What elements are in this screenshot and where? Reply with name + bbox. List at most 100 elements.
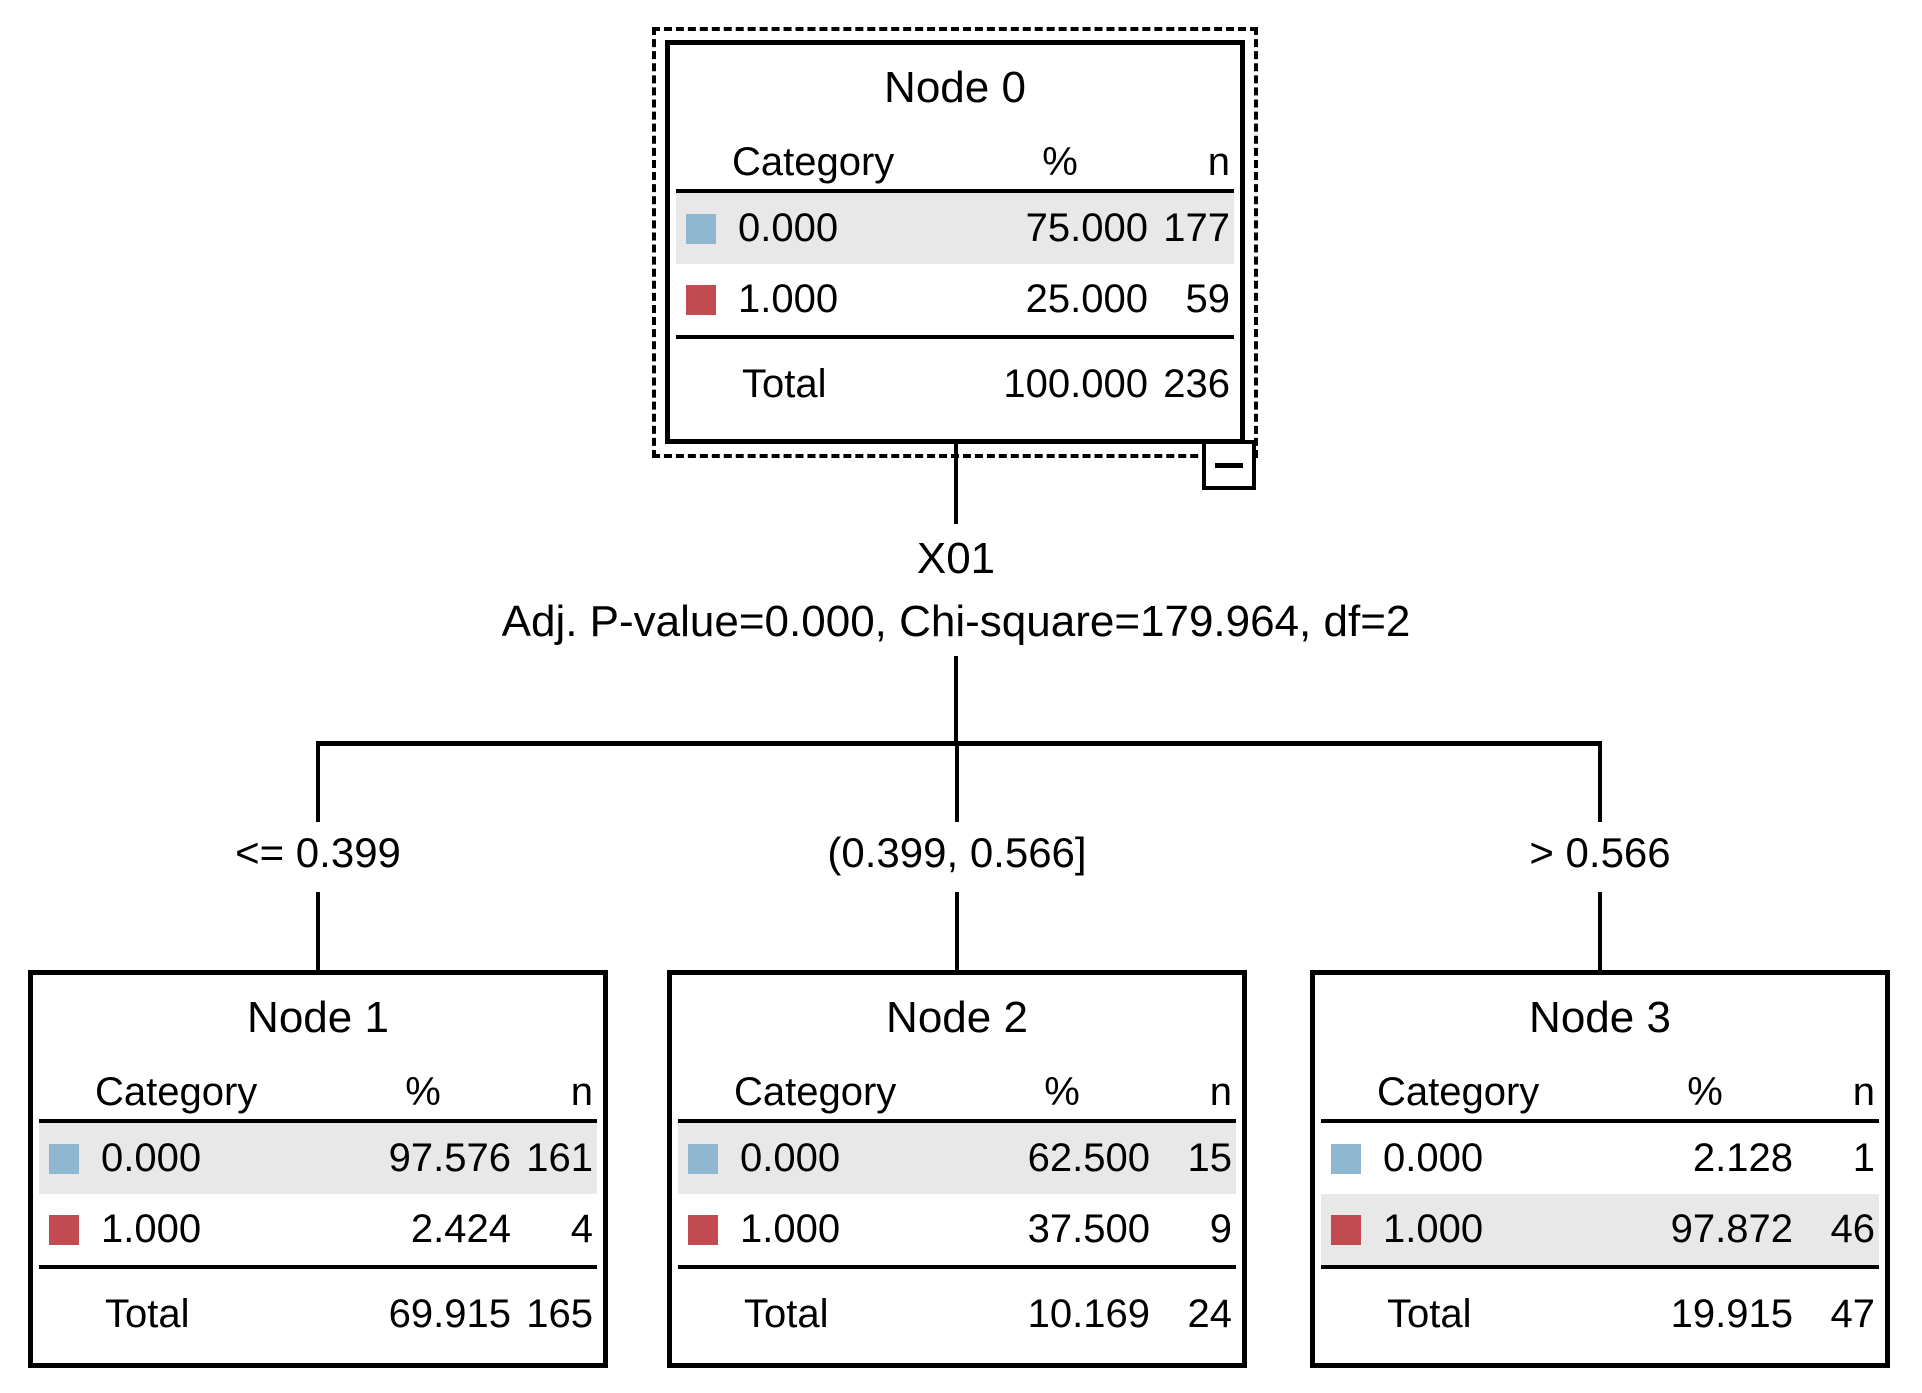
total-row: Total 69.915 165 bbox=[39, 1281, 597, 1347]
table-header: Category % n bbox=[676, 139, 1234, 193]
n-value: 15 bbox=[1187, 1136, 1233, 1180]
percent-value: 37.500 bbox=[1027, 1207, 1150, 1251]
category-1-swatch-icon bbox=[686, 284, 716, 315]
branch-label: <= 0.399 bbox=[235, 829, 401, 876]
column-header-category: Category bbox=[734, 1070, 897, 1114]
connector-line bbox=[1598, 892, 1602, 970]
branch-label: > 0.566 bbox=[1529, 829, 1671, 876]
total-cell: Total bbox=[39, 1292, 361, 1337]
percent-value: 75.000 bbox=[1025, 206, 1148, 250]
category-value: 1.000 bbox=[101, 1207, 202, 1251]
n-value: 161 bbox=[526, 1136, 593, 1180]
minus-icon bbox=[1215, 462, 1243, 468]
category-cell: 0.000 bbox=[678, 1136, 1000, 1181]
branch-label: (0.399, 0.566] bbox=[827, 829, 1087, 876]
connector-line bbox=[954, 443, 958, 524]
column-header-category: Category bbox=[732, 140, 895, 184]
total-label: Total bbox=[1387, 1291, 1472, 1336]
total-n-value: 165 bbox=[526, 1291, 593, 1336]
total-cell: Total bbox=[676, 362, 998, 407]
table-divider bbox=[1321, 1265, 1879, 1269]
total-percent-value: 19.915 bbox=[1670, 1291, 1793, 1336]
connector-line bbox=[316, 892, 320, 970]
node-title: Node 2 bbox=[886, 993, 1028, 1042]
tree-node-1[interactable]: Node 1 Category % n 0.000 97.576 161 1.0… bbox=[28, 970, 608, 1368]
category-value: 0.000 bbox=[738, 206, 839, 250]
table-row: 1.000 25.000 59 bbox=[676, 264, 1234, 335]
table-row: 0.000 97.576 161 bbox=[39, 1123, 597, 1194]
collapse-node-button[interactable] bbox=[1202, 440, 1256, 490]
column-header-n: n bbox=[570, 1070, 593, 1114]
table-row: 0.000 62.500 15 bbox=[678, 1123, 1236, 1194]
tree-node-3[interactable]: Node 3 Category % n 0.000 2.128 1 1.000 … bbox=[1310, 970, 1890, 1368]
table-divider bbox=[676, 335, 1234, 339]
table-header: Category % n bbox=[1321, 1069, 1879, 1123]
table-row: 1.000 97.872 46 bbox=[1321, 1194, 1879, 1265]
total-label: Total bbox=[744, 1291, 829, 1336]
percent-value: 25.000 bbox=[1025, 277, 1148, 321]
column-header-n: n bbox=[1209, 1070, 1232, 1114]
category-value: 0.000 bbox=[740, 1136, 841, 1180]
n-value: 46 bbox=[1830, 1207, 1876, 1251]
percent-value: 2.424 bbox=[410, 1207, 511, 1251]
n-value: 1 bbox=[1852, 1136, 1875, 1180]
total-percent-value: 10.169 bbox=[1027, 1291, 1150, 1336]
total-row: Total 10.169 24 bbox=[678, 1281, 1236, 1347]
column-header-percent: % bbox=[1042, 140, 1078, 184]
connector-line bbox=[316, 741, 1602, 746]
node-title: Node 1 bbox=[247, 993, 389, 1042]
connector-line bbox=[316, 742, 320, 822]
percent-value: 97.872 bbox=[1670, 1207, 1793, 1251]
total-label: Total bbox=[742, 361, 827, 406]
category-0-swatch-icon bbox=[49, 1143, 79, 1174]
category-value: 0.000 bbox=[101, 1136, 202, 1180]
n-value: 59 bbox=[1185, 277, 1231, 321]
connector-line bbox=[1598, 742, 1602, 822]
total-cell: Total bbox=[678, 1292, 1000, 1337]
category-cell: 0.000 bbox=[676, 206, 998, 251]
n-value: 177 bbox=[1163, 206, 1230, 250]
tree-node-2[interactable]: Node 2 Category % n 0.000 62.500 15 1.00… bbox=[667, 970, 1247, 1368]
category-cell: 1.000 bbox=[39, 1207, 361, 1252]
table-header: Category % n bbox=[678, 1069, 1236, 1123]
column-header-percent: % bbox=[1687, 1070, 1723, 1114]
category-cell: 0.000 bbox=[39, 1136, 361, 1181]
table-row: 0.000 75.000 177 bbox=[676, 193, 1234, 264]
total-row: Total 19.915 47 bbox=[1321, 1281, 1879, 1347]
category-value: 1.000 bbox=[1383, 1207, 1484, 1251]
total-cell: Total bbox=[1321, 1292, 1643, 1337]
total-n-value: 47 bbox=[1830, 1291, 1876, 1336]
table-row: 1.000 37.500 9 bbox=[678, 1194, 1236, 1265]
node-title: Node 0 bbox=[884, 63, 1026, 112]
table-divider bbox=[678, 1265, 1236, 1269]
category-cell: 1.000 bbox=[678, 1207, 1000, 1252]
table-row: 1.000 2.424 4 bbox=[39, 1194, 597, 1265]
category-0-swatch-icon bbox=[686, 213, 716, 244]
n-value: 9 bbox=[1209, 1207, 1232, 1251]
connector-line bbox=[955, 892, 959, 970]
table-row: 0.000 2.128 1 bbox=[1321, 1123, 1879, 1194]
total-percent-value: 100.000 bbox=[1003, 361, 1148, 406]
total-n-value: 236 bbox=[1163, 361, 1230, 406]
split-statistics-label: Adj. P-value=0.000, Chi-square=179.964, … bbox=[501, 597, 1411, 646]
selected-node-outline bbox=[652, 27, 1258, 458]
category-1-swatch-icon bbox=[1331, 1214, 1361, 1245]
column-header-category: Category bbox=[1377, 1070, 1540, 1114]
category-value: 0.000 bbox=[1383, 1136, 1484, 1180]
tree-node-0[interactable]: Node 0 Category % n 0.000 75.000 177 1.0… bbox=[665, 40, 1245, 444]
table-divider bbox=[39, 1265, 597, 1269]
connector-line bbox=[955, 742, 959, 822]
connector-line bbox=[954, 656, 958, 744]
percent-value: 2.128 bbox=[1692, 1136, 1793, 1180]
column-header-n: n bbox=[1852, 1070, 1875, 1114]
total-label: Total bbox=[105, 1291, 190, 1336]
total-n-value: 24 bbox=[1187, 1291, 1233, 1336]
category-1-swatch-icon bbox=[688, 1214, 718, 1245]
column-header-category: Category bbox=[95, 1070, 258, 1114]
column-header-n: n bbox=[1207, 140, 1230, 184]
node-title: Node 3 bbox=[1529, 993, 1671, 1042]
category-cell: 0.000 bbox=[1321, 1136, 1643, 1181]
category-cell: 1.000 bbox=[676, 277, 998, 322]
column-header-percent: % bbox=[1044, 1070, 1080, 1114]
